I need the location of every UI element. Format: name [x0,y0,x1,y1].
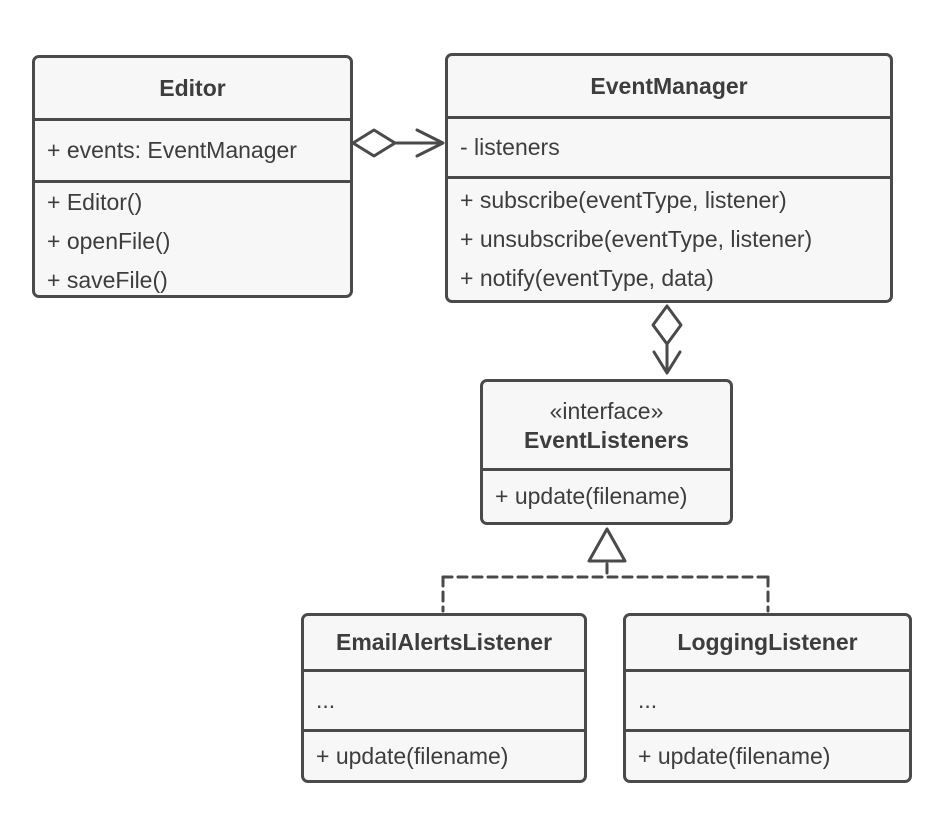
attributes-compartment: ... [626,669,909,729]
method-line: + update(filename) [495,483,688,509]
attribute-line: + events: EventManager [47,137,297,163]
methods-compartment: + update(filename) [304,729,584,780]
methods-compartment: + update(filename) [626,729,909,780]
class-header: LoggingListener [626,616,909,669]
class-logginglistener: LoggingListener ... + update(filename) [623,613,912,783]
class-name: EventManager [590,72,748,99]
class-editor: Editor + events: EventManager + Editor()… [32,55,353,298]
class-name: Editor [159,74,226,101]
attribute-line: ... [316,687,336,713]
attribute-line: ... [638,687,658,713]
method-line: + notify(eventType, data) [460,265,714,291]
method-line: + update(filename) [638,742,831,769]
methods-compartment: + update(filename) [483,468,730,522]
attributes-compartment: - listeners [448,116,890,176]
open-arrowhead-icon [652,350,682,375]
method-line: + saveFile() [47,267,168,293]
stereotype-label: «interface» [549,398,664,424]
class-name: LoggingListener [677,629,858,655]
method-line: + update(filename) [316,742,509,769]
attributes-compartment: ... [304,669,584,729]
class-name: EmailAlertsListener [335,629,553,655]
aggregation-diamond-icon [651,304,683,346]
attribute-line: - listeners [460,134,560,160]
interface-eventlisteners: «interface» EventListeners + update(file… [480,379,733,525]
class-header: EventManager [448,56,890,116]
class-emailalertslistener: EmailAlertsListener ... + update(filenam… [301,613,587,783]
class-header: «interface» EventListeners [483,382,730,468]
class-eventmanager: EventManager - listeners + subscribe(eve… [445,53,893,303]
methods-compartment: + Editor() + openFile() + saveFile() [35,180,350,300]
realization-connector [441,527,770,613]
class-name: EventListeners [524,427,689,453]
class-header: Editor [35,58,350,118]
method-line: + unsubscribe(eventType, listener) [460,226,813,252]
aggregation-eventmanager-eventlisteners [651,304,683,375]
method-line: + Editor() [47,189,143,215]
method-line: + subscribe(eventType, listener) [460,187,787,213]
method-line: + openFile() [47,228,171,254]
attributes-compartment: + events: EventManager [35,118,350,180]
open-arrowhead-icon [415,128,445,158]
class-header: EmailAlertsListener [304,616,584,669]
aggregation-editor-eventmanager [351,128,445,158]
aggregation-diamond-icon [351,128,397,158]
methods-compartment: + subscribe(eventType, listener) + unsub… [448,176,890,300]
realization-triangle-icon [587,527,627,563]
